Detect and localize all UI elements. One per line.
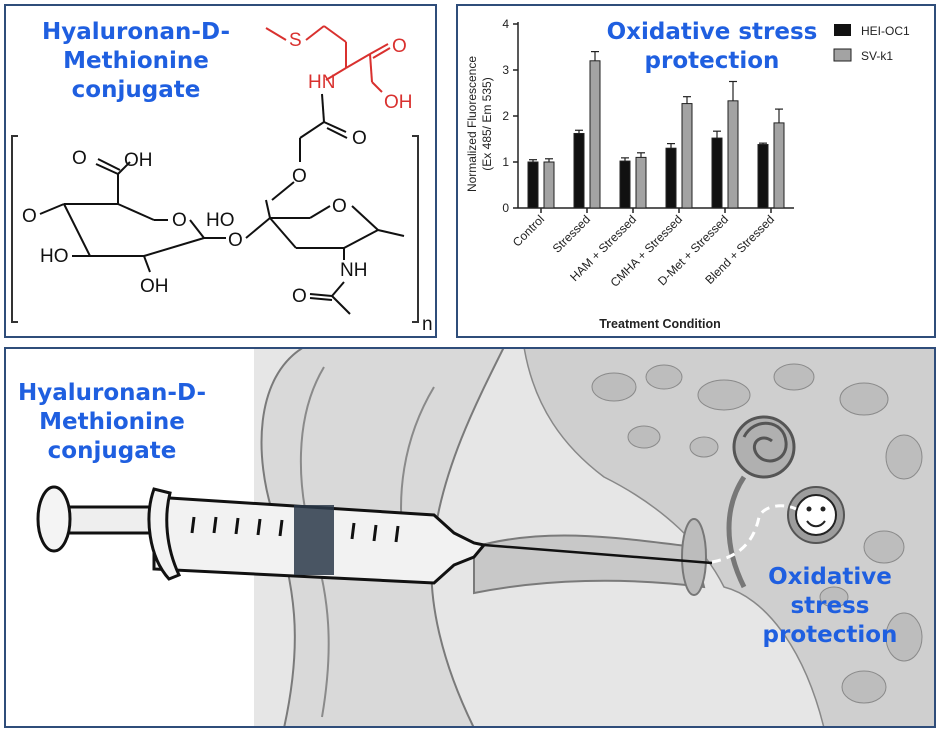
hyaluronan-methionine-structure: n S HN O OH O O: [11, 25, 433, 335]
glucuronic-ring-bonds: [39, 158, 226, 273]
legend-label-sv-k1: SV-k1: [861, 49, 893, 63]
chemical-structure-panel: Hyaluronan-D- Methionine conjugate n S H…: [4, 4, 437, 338]
chart-title-line-1: Oxidative stress: [606, 19, 818, 45]
left-bracket: [11, 135, 18, 323]
ear-left-title-line-2: Methionine: [39, 409, 185, 435]
bar-hei-oc1-3: [665, 147, 677, 209]
eardrum: [681, 518, 707, 596]
smiley-face-icon: [795, 494, 837, 536]
bar-sv-k1-0: [543, 161, 555, 209]
hn-atom-label: HN: [308, 72, 335, 93]
chem-title-line-3: conjugate: [71, 77, 201, 103]
syringe-finger-flange: [147, 487, 182, 581]
bone-cells: [591, 363, 923, 704]
ho-label-3: HO: [206, 210, 235, 231]
ear-anatomy-illustration: [36, 349, 934, 726]
syringe: [36, 485, 713, 585]
ring-o-1-label: O: [172, 210, 187, 231]
ear-left-title-line-3: conjugate: [47, 438, 177, 464]
x-axis-label: Treatment Condition: [599, 317, 721, 331]
legend-swatch-hei-oc1: [834, 24, 851, 36]
acetyl-o-label: O: [292, 286, 307, 307]
bar-sv-k1-5: [773, 122, 785, 209]
glycosidic-o-mid-label: O: [228, 230, 243, 251]
syringe-graduations: [190, 516, 400, 543]
glucosamine-ring-bonds: [245, 199, 405, 315]
amide-o-label: O: [352, 128, 367, 149]
bar-hei-oc1-5: [757, 144, 769, 209]
y-axis-label-line-1: Normalized Fluorescence: [465, 56, 479, 192]
y-tick-label: 1: [502, 155, 509, 169]
right-bracket: [412, 135, 419, 323]
acid-oh-label: OH: [124, 150, 153, 171]
y-tick-label: 0: [502, 201, 509, 215]
bar-sv-k1-1: [589, 60, 601, 209]
ear-left-title: Hyaluronan-D- Methionine conjugate: [12, 379, 212, 466]
cochlea: [726, 415, 796, 589]
methionine-bonds: [265, 25, 391, 93]
delivery-path: [711, 504, 797, 564]
bar-sv-k1-4: [727, 100, 739, 209]
bar-hei-oc1-4: [711, 137, 723, 209]
x-tick-label: Control: [510, 212, 547, 249]
x-tick-label: Stressed: [550, 212, 593, 255]
chem-panel-title: Hyaluronan-D- Methionine conjugate: [36, 18, 236, 105]
ear-right-title-line-1: Oxidative stress: [768, 564, 892, 619]
ether-o-label: O: [292, 166, 307, 187]
legend-swatch-sv-k1: [833, 48, 852, 62]
sulfur-atom-label: S: [289, 30, 302, 51]
nh-label: NH: [340, 260, 367, 281]
bar-hei-oc1-2: [619, 160, 631, 209]
bar-sv-k1-2: [635, 156, 647, 209]
linker-bonds: [271, 93, 348, 201]
ho-label-1: HO: [40, 246, 69, 267]
carboxyl-oh-label: OH: [384, 92, 413, 113]
bar-sv-k1-3: [681, 103, 693, 209]
ear-injection-panel: Hyaluronan-D- Methionine conjugate Oxida…: [4, 347, 936, 728]
y-axis-label-line-2: (Ex 485/ Em 535): [480, 77, 494, 170]
chart-panel-title: Oxidative stress protection: [602, 18, 822, 76]
syringe-plunger-head: [294, 505, 334, 575]
ring-o-2-label: O: [332, 196, 347, 217]
y-tick-label: 3: [502, 63, 509, 77]
chem-title-line-2: Methionine: [63, 48, 209, 74]
glycosidic-o-left-label: O: [22, 206, 37, 227]
bar-hei-oc1-1: [573, 132, 585, 209]
ear-left-title-line-1: Hyaluronan-D-: [17, 380, 207, 406]
ear-right-title: Oxidative stress protection: [730, 563, 930, 650]
y-tick-label: 4: [502, 17, 509, 31]
syringe-needle: [483, 543, 713, 565]
oh-label-2: OH: [140, 276, 169, 297]
legend-label-hei-oc1: HEI-OC1: [861, 24, 910, 38]
syringe-thumb-rest: [36, 485, 72, 553]
ear-right-title-line-2: protection: [762, 622, 898, 648]
y-tick-label: 2: [502, 109, 509, 123]
chart-title-line-2: protection: [644, 48, 780, 74]
chem-title-line-1: Hyaluronan-D-: [41, 19, 231, 45]
carbonyl-o-label: O: [392, 36, 407, 57]
acid-o-label: O: [72, 148, 87, 169]
bar-hei-oc1-0: [527, 161, 539, 209]
repeat-n-label: n: [422, 314, 433, 335]
